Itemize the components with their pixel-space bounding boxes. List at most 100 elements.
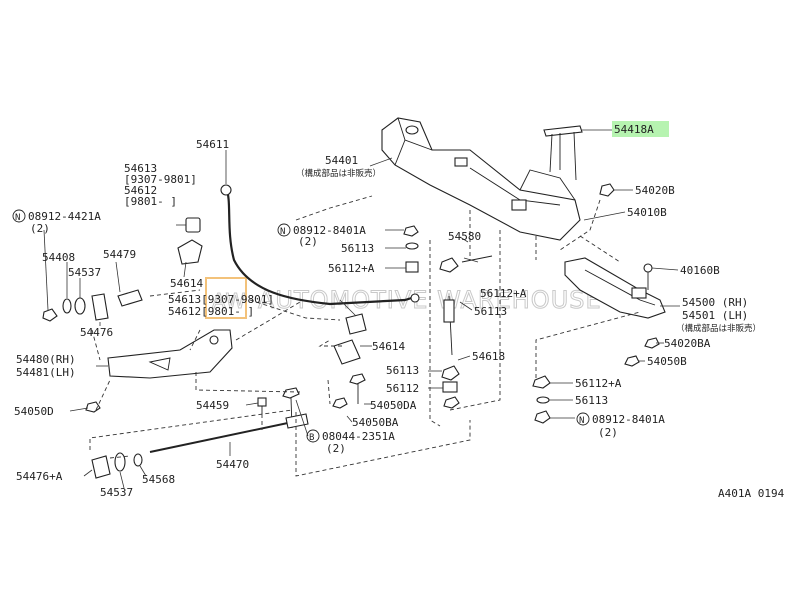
label-40160B: 40160B — [680, 264, 720, 277]
label-56112-bottom: 56112 — [386, 382, 419, 395]
bolt-54459 — [257, 397, 267, 414]
label-54568: 54568 — [142, 473, 175, 486]
label-54470: 54470 — [216, 458, 249, 471]
label-54480: 54480(RH) — [16, 353, 76, 366]
label-54500: 54500 (RH) — [682, 296, 748, 309]
symbol-B-text: B — [309, 433, 314, 443]
washer-54537-bottom — [114, 452, 126, 472]
sleeve-54479 — [117, 289, 143, 307]
label-08912-right-qty: (2) — [598, 426, 618, 439]
label-54612-range: [9801- ] — [124, 195, 177, 208]
front-crossmember — [381, 117, 581, 241]
label-54537-top: 54537 — [68, 266, 101, 279]
label-54459: 54459 — [196, 399, 229, 412]
label-08044: 08044-2351A — [322, 430, 395, 443]
tension-rod — [149, 413, 309, 453]
bushing-56112A-right — [532, 375, 551, 389]
symbol-B — [306, 429, 320, 443]
note-54501: （構成部品は非販売） — [676, 323, 761, 334]
label-54481: 54481(LH) — [16, 366, 76, 379]
label-54408: 54408 — [42, 251, 75, 264]
label-56112A-right: 56112+A — [575, 377, 622, 390]
diagram-code: A401A 0194 — [718, 487, 785, 500]
stabilizer-bushing-left — [177, 217, 203, 265]
label-54614-left: 54614 — [170, 277, 203, 290]
bolt-54050D — [85, 401, 101, 413]
label-54476: 54476 — [80, 326, 113, 339]
bolt-54050DA — [349, 373, 366, 404]
label-54010B: 54010B — [627, 206, 667, 219]
label-54537-bottom: 54537 — [100, 486, 133, 499]
nut-08912-mid — [403, 225, 419, 237]
label-54618: 54618 — [472, 350, 505, 363]
bushing-54476A — [91, 455, 111, 479]
stabilizer-bar — [220, 184, 420, 306]
symbol-N-mid-text: N — [280, 227, 285, 237]
stabilizer-link-54618 — [439, 257, 460, 409]
label-54020BA: 54020BA — [664, 337, 711, 350]
label-54613-range: [9307-9801] — [124, 173, 197, 186]
symbol-N-right — [576, 412, 590, 426]
washer-54568 — [133, 453, 143, 467]
label-54050B: 54050B — [647, 355, 687, 368]
label-54050D: 54050D — [14, 405, 54, 418]
label-08044-qty: (2) — [326, 442, 346, 455]
leader-lines — [43, 129, 680, 489]
label-54611: 54611 — [196, 138, 229, 151]
washer-54537-top — [74, 297, 86, 315]
washer-56113-mid — [405, 242, 419, 250]
washer-54408 — [62, 298, 72, 314]
label-08912-mid: 08912-8401A — [293, 224, 366, 237]
nut-08912-left — [42, 308, 58, 322]
label-54613-mid: 54613[9307-9801] — [168, 293, 274, 306]
label-08912-right: 08912-8401A — [592, 413, 665, 426]
label-54613: 54613 — [124, 162, 157, 175]
label-56113-right: 56113 — [575, 394, 608, 407]
transverse-link-right — [564, 257, 666, 319]
label-56112A-center: 56112+A — [480, 287, 527, 300]
assembly-guide-lines — [89, 195, 641, 477]
nut-54020B — [599, 183, 615, 197]
label-08912-left: 08912-4421A — [28, 210, 101, 223]
label-54612-mid: 54612[9801- ] — [168, 305, 254, 318]
highlight-54418A — [612, 121, 669, 137]
label-54418A: 54418A — [614, 123, 654, 136]
bushing-56112A-mid — [405, 261, 419, 273]
label-56112A-mid: 56112+A — [328, 262, 375, 275]
watermark: AW AUTOMOTIVE WAREHOUSE — [205, 277, 602, 319]
nut-54020BA — [644, 337, 660, 349]
compression-rod-bracket — [107, 329, 233, 379]
nut-08912-right — [534, 410, 551, 424]
symbol-N-right-text: N — [579, 416, 584, 426]
label-54050BA: 54050BA — [352, 416, 399, 429]
label-54476A: 54476+A — [16, 470, 63, 483]
bolt-54580 — [461, 255, 493, 263]
label-54612: 54612 — [124, 184, 157, 197]
stabilizer-bushing-mid — [333, 313, 367, 365]
nut-54050BA — [332, 397, 348, 409]
nut-54050B — [624, 355, 640, 367]
watermark-logo: AW — [212, 289, 246, 313]
callout-labels: 54418A 54401 （構成部品は非販売） 54020B 54010B 40… — [12, 123, 785, 500]
label-54401: 54401 — [325, 154, 358, 167]
label-56113-center: 56113 — [474, 305, 507, 318]
symbol-N-left-text: N — [15, 213, 20, 223]
symbol-N-left — [12, 209, 26, 223]
label-56113-bottom: 56113 — [386, 364, 419, 377]
crossmember-bolt-bracket — [543, 125, 583, 181]
label-54580: 54580 — [448, 230, 481, 243]
label-54614-mid: 54614 — [372, 340, 405, 353]
label-54050DA: 54050DA — [370, 399, 417, 412]
label-08912-mid-qty: (2) — [298, 235, 318, 248]
label-54501: 54501 (LH) — [682, 309, 748, 322]
label-56113-mid: 56113 — [341, 242, 374, 255]
bushing-54476 — [91, 293, 109, 321]
washer-56113-right — [536, 396, 550, 404]
label-54020B: 54020B — [635, 184, 675, 197]
label-08912-left-qty: (2) — [30, 222, 50, 235]
note-54401: （構成部品は非販売） — [296, 168, 381, 179]
symbol-N-mid — [277, 223, 291, 237]
label-54479: 54479 — [103, 248, 136, 261]
watermark-text: AUTOMOTIVE WAREHOUSE — [258, 286, 602, 314]
